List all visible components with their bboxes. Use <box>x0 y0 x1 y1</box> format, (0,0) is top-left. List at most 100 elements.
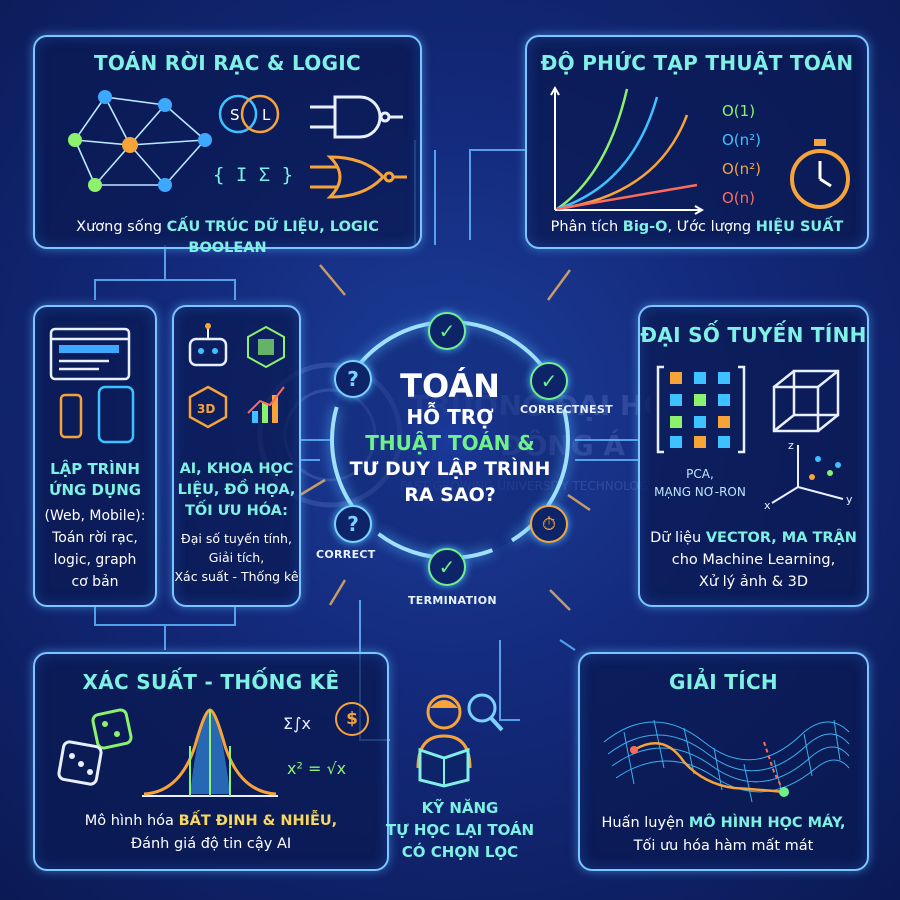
check-icon: ✓ <box>428 312 466 350</box>
caption-line: Tối ưu hóa hàm mất mát <box>633 838 814 854</box>
dice-icon <box>57 708 133 786</box>
center-line-5: RA SAO? <box>404 484 496 506</box>
self-study-label: KỸ NĂNG TỰ HỌC LẠI TOÁN CÓ CHỌN LỌC <box>380 797 540 863</box>
tag-termination: TERMINATION <box>408 594 497 607</box>
venn-diagram-icon: S L <box>218 94 280 134</box>
center-line-2: HỖ TRỢ <box>406 405 494 429</box>
caption-line: Dữ liệu VECTOR, MA TRẬN <box>640 527 867 549</box>
set-symbol: { I Σ } <box>213 164 294 186</box>
panel-caption: Dữ liệu VECTOR, MA TRẬN cho Machine Lear… <box>640 527 867 593</box>
caption-highlight: BẤT ĐỊNH & NHIỄU, <box>178 813 338 829</box>
body-line: logic, graph <box>53 552 137 568</box>
bell-curve-icon <box>142 708 278 797</box>
venn-left-label: S <box>230 106 240 124</box>
panel-linear-algebra: ĐẠI SỐ TUYẾN TÍNH PCA, MẠNG NƠ-RON z x y <box>638 305 869 607</box>
caption-text: Huấn luyện <box>601 815 689 831</box>
title-line: ỨNG DỤNG <box>48 481 142 499</box>
panel-title: GIẢI TÍCH <box>669 670 778 694</box>
caption-line: Xử lý ảnh & 3D <box>698 574 809 590</box>
tag-correctnest: CORRECTNEST <box>520 403 613 416</box>
center-title: TOÁN HỖ TRỢ THUẬT TOÁN & TƯ DUY LẬP TRÌN… <box>340 368 560 508</box>
caption-highlight: MÔ HÌNH HỌC MÁY, <box>688 815 846 831</box>
root-formula: x² = √x <box>287 759 347 778</box>
loss-surface-icon <box>603 719 850 803</box>
panel-title: ĐẠI SỐ TUYẾN TÍNH <box>640 323 867 347</box>
panel-body: Đại số tuyến tính, Giải tích, Xác suất -… <box>174 529 299 586</box>
panel-probability: XÁC SUẤT - THỐNG KÊ Σ∫x $ x² = √x Mô hìn… <box>33 652 389 871</box>
ai-icons: 3D <box>188 323 285 429</box>
caption-text: Xương sống <box>76 219 167 235</box>
body-line: Xác suất - Thống kê <box>174 569 299 584</box>
legend-item: O(n²) <box>722 131 762 149</box>
panel-caption: Xương sống CẤU TRÚC DỮ LIỆU, LOGIC BOOLE… <box>35 217 420 259</box>
body-line: cơ bản <box>71 574 119 590</box>
panel-caption: Phân tích Big-O, Ước lượng HIỆU SUẤT <box>527 217 867 238</box>
caption-line: Đánh giá độ tin cậy AI <box>130 836 292 852</box>
robot-icon <box>188 323 228 367</box>
label-line: KỸ NĂNG <box>421 799 499 817</box>
panel-title: AI, KHOA HỌC LIỆU, ĐỒ HỌA, TỐI ƯU HÓA: <box>174 459 299 522</box>
question-icon: ? <box>334 360 372 398</box>
complexity-chart-icon <box>550 85 705 215</box>
panel-title: TOÁN RỜI RẠC & LOGIC <box>93 51 362 75</box>
panel-body: (Web, Mobile): Toán rời rạc, logic, grap… <box>35 505 155 593</box>
axis-y-label: y <box>846 493 853 506</box>
graph-network-icon <box>68 90 212 192</box>
panel-caption: Huấn luyện MÔ HÌNH HỌC MÁY, Tối ưu hóa h… <box>580 812 867 858</box>
coin-icon: $ <box>335 702 369 736</box>
panel-complexity: ĐỘ PHỨC TẠP THUẬT TOÁN O(1) O(n²) O(n²) … <box>525 35 869 249</box>
devices-icon <box>49 327 135 444</box>
pca-label: PCA, MẠNG NƠ-RON <box>650 465 750 501</box>
timer-icon: ⏱ <box>530 505 568 543</box>
title-line: AI, KHOA HỌC <box>179 461 294 477</box>
check-icon: ✓ <box>428 548 466 586</box>
legend-item: O(n²) <box>722 160 762 178</box>
question-icon: ? <box>334 505 372 543</box>
label-line: TỰ HỌC LẠI TOÁN <box>385 821 535 839</box>
caption-text: , Ước lượng <box>667 219 756 235</box>
title-line: TỐI ƯU HÓA: <box>185 503 288 519</box>
caption-line: Huấn luyện MÔ HÌNH HỌC MÁY, <box>580 812 867 835</box>
caption-line: cho Machine Learning, <box>671 552 836 568</box>
stopwatch-icon <box>790 139 850 209</box>
matrix-icon <box>656 365 746 454</box>
title-line: LIỆU, ĐỒ HỌA, <box>177 482 296 498</box>
tag-correct: CORRECT <box>316 548 376 561</box>
nand-gate-icon <box>310 95 403 139</box>
caption-text: Mô hình hóa <box>84 813 179 829</box>
label-line: MẠNG NƠ-RON <box>654 485 746 499</box>
complexity-legend: O(1) O(n²) O(n²) O(n) <box>722 97 761 213</box>
panel-ai: 3D AI, KHOA HỌC LIỆU, ĐỒ HỌA, TỐI ƯU HÓA… <box>172 305 301 607</box>
3d-axes-icon: z x y <box>764 439 853 512</box>
venn-right-label: L <box>262 106 271 124</box>
bar-chart-icon <box>247 386 285 423</box>
cube-network-icon <box>247 325 285 369</box>
body-line: Đại số tuyến tính, <box>181 531 292 546</box>
hexagon-3d-icon: 3D <box>188 385 228 429</box>
title-line: LẬP TRÌNH <box>50 460 140 478</box>
or-gate-icon <box>310 155 407 199</box>
caption-text: Phân tích <box>550 219 623 235</box>
wireframe-cube-icon <box>772 369 840 433</box>
panel-discrete-math: TOÁN RỜI RẠC & LOGIC S L { I Σ } <box>33 35 422 256</box>
caption-highlight: CẤU TRÚC DỮ LIỆU, LOGIC BOOLEAN <box>166 219 379 256</box>
caption-line: Mô hình hóa BẤT ĐỊNH & NHIỄU, <box>35 810 387 833</box>
center-line-4: TƯ DUY LẬP TRÌNH <box>349 458 551 480</box>
label-line: CÓ CHỌN LỌC <box>401 843 519 861</box>
panel-title: ĐỘ PHỨC TẠP THUẬT TOÁN <box>540 51 854 75</box>
axis-z-label: z <box>788 439 794 452</box>
check-icon: ✓ <box>530 362 568 400</box>
panel-calculus: GIẢI TÍCH Huấn luyện MÔ HÌNH HỌC MÁY, Tố… <box>578 652 869 871</box>
reader-with-magnifier-icon <box>416 693 504 788</box>
panel-title: XÁC SUẤT - THỐNG KÊ <box>82 670 340 694</box>
body-line: Giải tích, <box>208 550 265 565</box>
center-line-1: TOÁN <box>400 367 500 405</box>
legend-item: O(n) <box>722 189 756 207</box>
legend-item: O(1) <box>722 102 756 120</box>
panel-title: LẬP TRÌNH ỨNG DỤNG <box>35 459 155 501</box>
hex-label: 3D <box>197 402 215 416</box>
body-line: Toán rời rạc, <box>52 530 138 546</box>
caption-highlight: VECTOR, MA TRẬN <box>705 530 857 546</box>
caption-highlight: HIỆU SUẤT <box>755 219 844 235</box>
label-line: PCA, <box>686 467 714 481</box>
